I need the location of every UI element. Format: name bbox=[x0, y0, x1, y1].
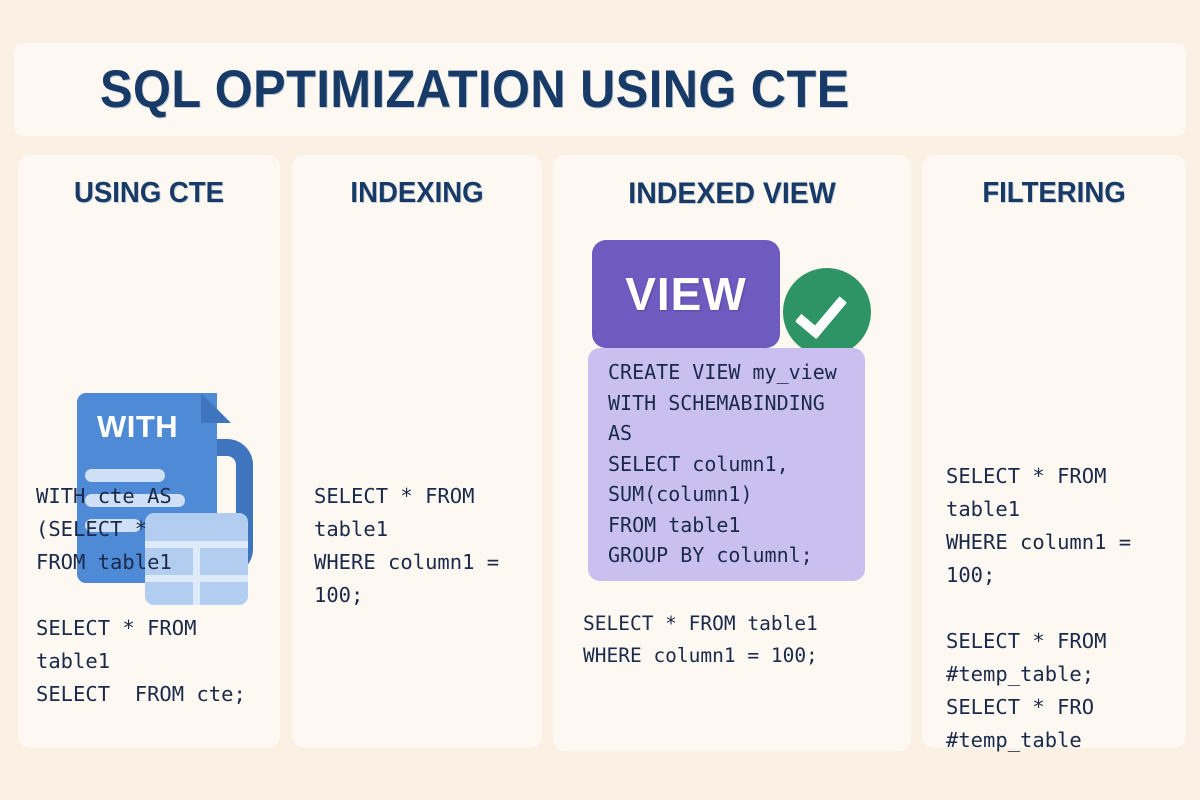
card-using-cte: USING CTE WITH WITH cte AS (SELECT * FRO… bbox=[18, 155, 280, 748]
card-title-filtering: FILTERING bbox=[982, 177, 1126, 209]
document-with-table-icon: WITH bbox=[63, 393, 278, 618]
document-with-label: WITH bbox=[97, 409, 179, 444]
document-text-line bbox=[85, 519, 141, 532]
card-title-indexed-view: INDEXED VIEW bbox=[628, 177, 836, 210]
code-snippet-filtering: SELECT * FROM table1 WHERE column1 = 100… bbox=[946, 464, 1132, 752]
table-overlay-shape bbox=[145, 513, 248, 605]
document-text-line bbox=[85, 469, 165, 482]
document-body-shape: WITH bbox=[77, 393, 231, 583]
view-definition-code-block: CREATE VIEW my_view WITH SCHEMABINDING A… bbox=[588, 348, 865, 581]
code-snippet-create-view: CREATE VIEW my_view WITH SCHEMABINDING A… bbox=[608, 360, 837, 567]
document-text-line bbox=[85, 494, 185, 507]
card-title-indexing: INDEXING bbox=[350, 177, 484, 209]
title-banner: SQL OPTIMIZATION USING CTE bbox=[14, 43, 1186, 136]
check-circle-icon bbox=[783, 268, 871, 356]
card-title-using-cte: USING CTE bbox=[73, 177, 225, 209]
code-snippet-indexing: SELECT * FROM table1 WHERE column1 = 100… bbox=[314, 484, 500, 607]
page-title: SQL OPTIMIZATION USING CTE bbox=[100, 60, 850, 119]
document-fold-corner bbox=[201, 393, 231, 423]
card-indexing: INDEXING SELECT * FROM table1 WHERE bbox=[292, 155, 793, 748]
table-column-divider bbox=[193, 541, 200, 605]
checkmark-glyph bbox=[794, 284, 848, 340]
card-filtering: FILTERING SELECT * FROM table1 WHERE col… bbox=[922, 155, 1186, 752]
view-badge: VIEW bbox=[592, 240, 780, 348]
code-snippet-using-cte: WITH cte AS (SELECT * FROM table1 SELECT… bbox=[36, 484, 246, 706]
code-snippet-indexed-view-query: SELECT * FROM table1 WHERE column1 = 100… bbox=[583, 612, 818, 667]
view-badge-label: VIEW bbox=[625, 268, 747, 320]
